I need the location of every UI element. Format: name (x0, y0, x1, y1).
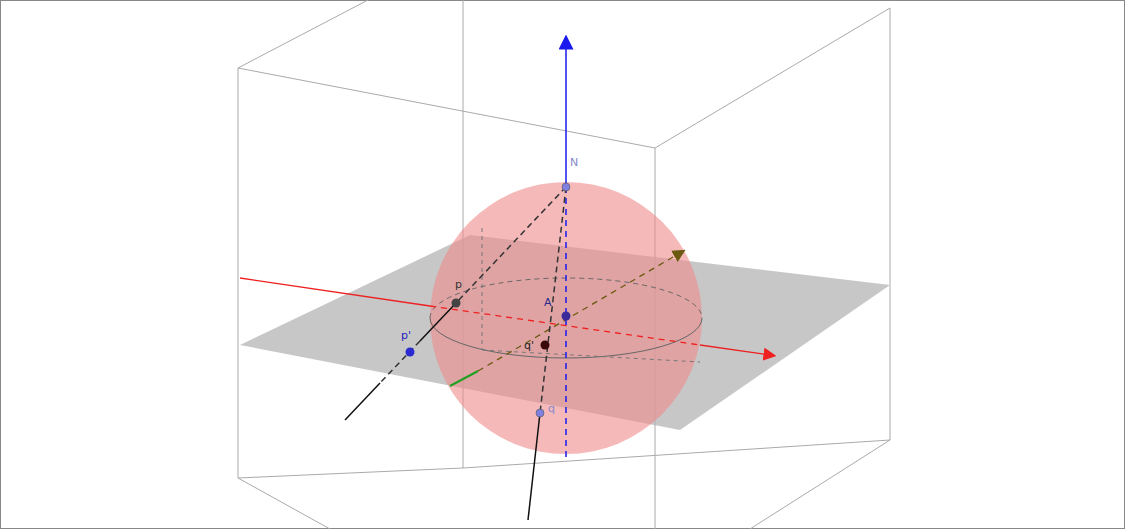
point-label: p (455, 278, 462, 291)
point-label: p' (401, 329, 411, 342)
point-label: q' (524, 339, 534, 352)
point-label: N (570, 156, 578, 169)
point-label: A (544, 296, 552, 309)
point-label: q (548, 402, 555, 415)
